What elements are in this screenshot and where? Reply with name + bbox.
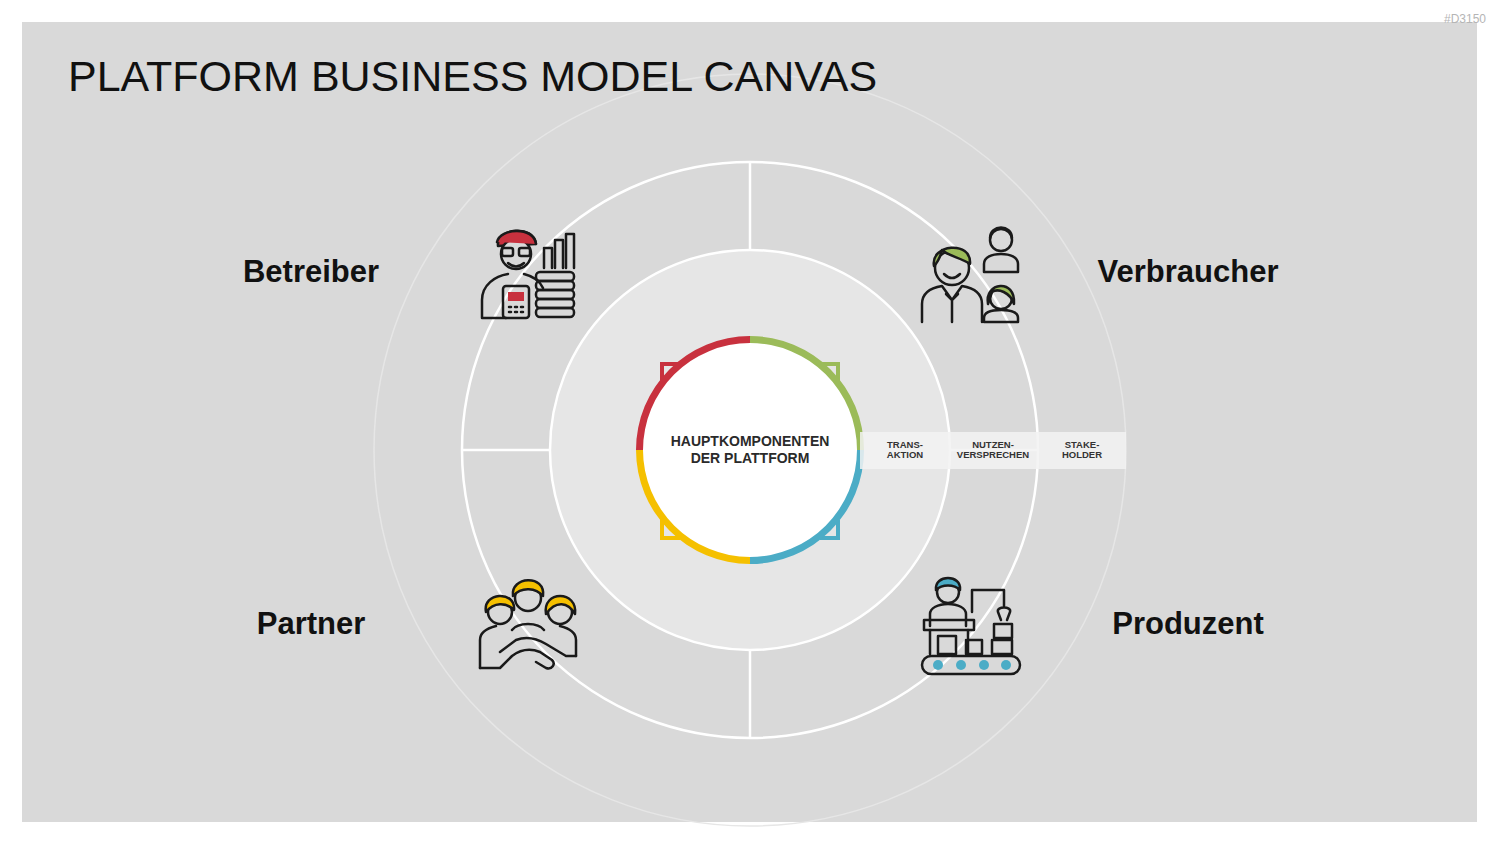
icon-box	[966, 640, 982, 654]
icon-hair	[497, 231, 536, 244]
icon-body	[482, 274, 543, 318]
icon-hair	[988, 286, 1014, 304]
icon-gripper	[998, 608, 1010, 621]
role-label: Verbraucher	[1098, 256, 1279, 287]
icon-body	[984, 254, 1018, 272]
icon-body	[922, 286, 982, 322]
icon-hair	[990, 228, 1012, 239]
icon-hair	[934, 248, 970, 266]
core-arc	[636, 450, 750, 564]
background-panel	[22, 22, 1477, 822]
watermark: #D3150	[1444, 13, 1486, 25]
core-arc	[636, 336, 750, 450]
icon-tablet-screen	[508, 292, 524, 301]
platform-core-circle: HAUPTKOMPONENTEN DER PLATTFORM	[636, 336, 864, 564]
role-label: Produzent	[1112, 608, 1264, 639]
icon-body	[480, 624, 576, 668]
icon-hair	[513, 580, 543, 596]
outer-ring	[374, 74, 1126, 826]
canvas-title: PLATFORM BUSINESS MODEL CANVAS	[68, 55, 877, 98]
band-label: STAKE- HOLDER	[1062, 440, 1102, 462]
icon-box	[994, 624, 1012, 638]
core-arc	[750, 450, 864, 564]
icon-conveyor	[922, 656, 1020, 674]
role-label: Betreiber	[243, 256, 379, 287]
layer-band: TRANS- AKTION NUTZEN- VERSPRECHEN STAKE- H…	[860, 432, 1126, 469]
divider-line	[749, 162, 752, 250]
icon-keys	[509, 307, 523, 312]
core-label: HAUPTKOMPONENTEN DER PLATTFORM	[663, 433, 838, 467]
icon-handshake	[480, 638, 576, 668]
icon-bars	[544, 234, 574, 268]
icon-wheels	[933, 660, 1011, 670]
icon-hair	[546, 596, 575, 614]
icon-coin	[536, 290, 574, 299]
consumer-icon	[922, 228, 1018, 323]
core-arc	[750, 336, 864, 450]
divider-line	[462, 449, 550, 452]
divider-line	[749, 650, 752, 738]
icon-glasses	[519, 248, 530, 256]
icon-hair	[936, 578, 960, 590]
core-text-holder: HAUPTKOMPONENTEN DER PLATTFORM	[636, 336, 864, 564]
icon-hair	[486, 596, 514, 612]
inner-ring	[550, 250, 950, 650]
icon-desk	[924, 620, 974, 630]
icon-body	[984, 310, 1018, 322]
icon-box	[992, 640, 1012, 654]
icon-glasses	[502, 248, 513, 256]
icon-coin	[536, 299, 574, 308]
operator-icon	[482, 231, 574, 318]
icon-box	[938, 636, 956, 654]
role-label: Partner	[257, 608, 366, 639]
icon-body	[930, 604, 966, 626]
icon-coin	[536, 272, 574, 281]
icon-desk-legs	[930, 630, 968, 654]
icon-smile	[944, 274, 960, 278]
icon-head	[990, 229, 1012, 251]
producer-icon	[922, 578, 1020, 674]
icon-wheel	[933, 660, 943, 670]
band-label: NUTZEN- VERSPRECHEN	[957, 440, 1029, 462]
partner-icon	[480, 580, 576, 668]
icon-smile	[508, 263, 524, 267]
icon-wheel	[979, 660, 989, 670]
band-label: TRANS- AKTION	[887, 440, 923, 462]
icon-tablet	[503, 286, 529, 318]
icon-coin	[536, 308, 574, 317]
icon-coin	[536, 281, 574, 290]
icon-wheel	[956, 660, 966, 670]
icon-wheel	[1001, 660, 1011, 670]
